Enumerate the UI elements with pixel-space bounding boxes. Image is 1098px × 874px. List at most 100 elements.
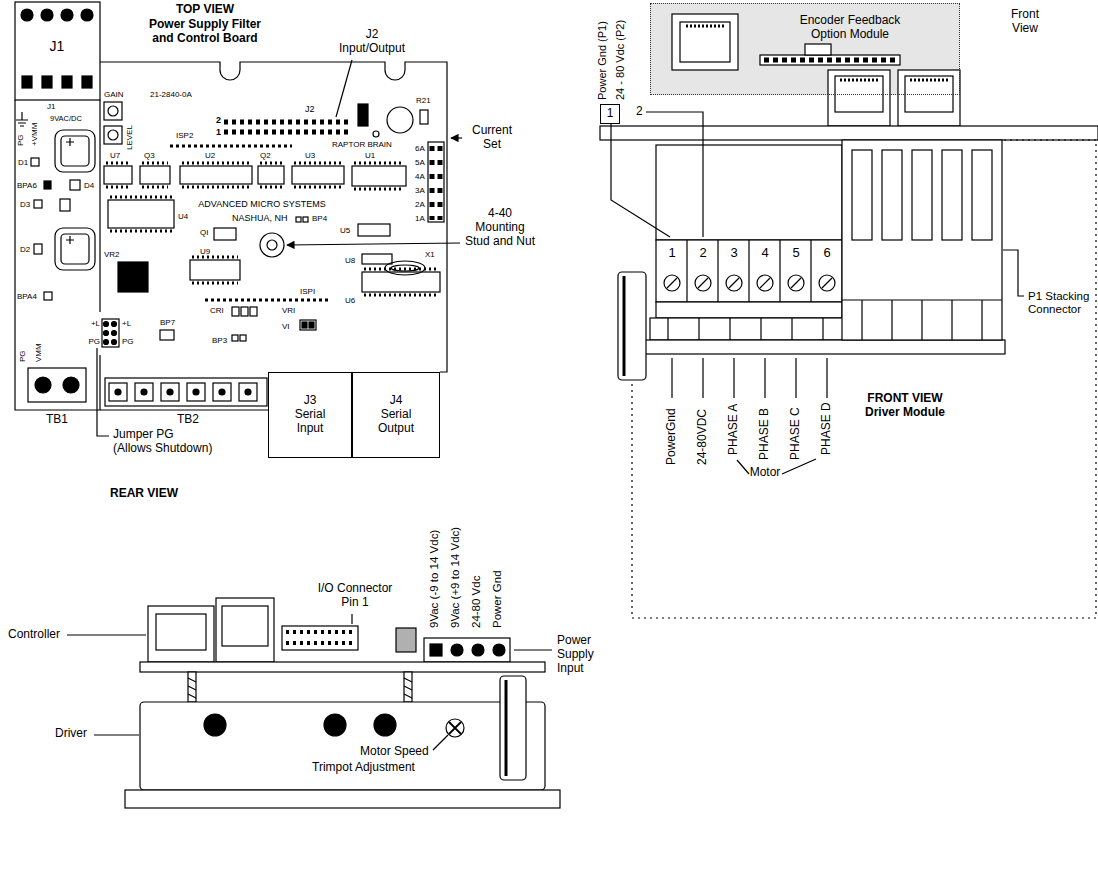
terminal-blocks <box>135 383 153 401</box>
ic-chips <box>170 145 292 148</box>
current-set-header <box>428 142 444 222</box>
ic-chips <box>205 299 330 302</box>
rj-jack <box>672 14 738 70</box>
controller-jacks <box>222 606 268 646</box>
option-header <box>760 55 900 65</box>
ic-chips <box>104 146 440 300</box>
driver-body <box>374 714 396 736</box>
filter-strip <box>34 244 42 254</box>
filter-strip <box>34 200 42 208</box>
part-label: U7 <box>110 151 120 160</box>
ic-chips <box>214 228 236 240</box>
part-label: +VMM <box>30 123 39 146</box>
part-label: VRI <box>282 306 295 315</box>
part-label: QI <box>200 228 208 237</box>
terminal-block <box>822 278 832 288</box>
trimpots <box>104 126 122 144</box>
terminal-block <box>656 240 842 302</box>
terminal-blocks <box>28 368 267 406</box>
small-parts <box>302 322 307 328</box>
part-label: PHASE A <box>727 404 741 455</box>
filter-strip <box>61 136 89 166</box>
capacitor <box>618 272 646 380</box>
j2-header <box>420 110 428 124</box>
box-text: Encoder Feedback Option Module <box>794 14 906 42</box>
j2-header <box>358 104 368 126</box>
leader-line <box>514 649 552 650</box>
part-label: 9Vac (+9 to 14 Vdc) <box>449 527 462 628</box>
box-text: 1 <box>607 107 614 121</box>
jumper-pg <box>102 319 119 347</box>
filter-strip <box>60 199 70 211</box>
small-parts <box>300 320 316 330</box>
part-label: 9Vac (-9 to 14 Vdc) <box>428 530 441 628</box>
terminal-blocks <box>161 383 179 401</box>
terminal-blocks <box>105 378 267 406</box>
terminal-block <box>650 318 848 340</box>
trimpots <box>108 130 118 140</box>
j2-header <box>224 104 428 137</box>
part-label: J2 Input/Output <box>332 28 412 56</box>
top-view-drawing <box>15 2 462 436</box>
box-text: J3 Serial Input <box>290 394 330 435</box>
part-label: TB2 <box>168 413 208 427</box>
terminal-blocks <box>35 377 51 393</box>
leader-line <box>646 112 703 237</box>
part-label: PG <box>122 337 134 346</box>
driver-body <box>140 702 545 790</box>
small-parts <box>160 307 316 341</box>
part-label: X1 <box>425 250 435 259</box>
j1-connector <box>15 2 100 100</box>
part-label: Q3 <box>144 151 155 160</box>
part-label: 3A <box>415 186 425 195</box>
terminal-blocks <box>239 383 257 401</box>
leader-line <box>97 60 462 436</box>
filter-strip <box>55 130 95 172</box>
part-label: BPA4 <box>17 292 37 301</box>
terminal-blocks <box>193 389 199 395</box>
connector-box: J3 Serial Input <box>268 372 352 458</box>
j2-header <box>373 131 379 137</box>
leader-line <box>433 735 448 750</box>
small-parts <box>160 330 174 340</box>
leader-line <box>1003 250 1024 296</box>
part-label: Power Gnd (P1) <box>596 21 609 100</box>
terminal-block <box>695 275 711 291</box>
stacking-connector <box>972 150 992 240</box>
stacking-connector <box>912 150 932 240</box>
option-header <box>764 58 896 63</box>
power-terminal <box>472 644 484 656</box>
part-label: 24 - 80 Vdc (P2) <box>614 20 627 100</box>
small-parts <box>240 335 246 341</box>
terminal-block <box>791 278 801 288</box>
part-label: ISPI <box>300 287 315 296</box>
part-label: VI <box>282 322 290 331</box>
j1-connector <box>21 9 33 21</box>
part-label: J1 <box>47 102 55 111</box>
j1-connector <box>15 2 100 100</box>
part-label: 1 <box>664 246 680 261</box>
terminal-block <box>819 275 835 291</box>
terminal-blocks <box>219 389 225 395</box>
part-label: Motor <box>740 466 790 480</box>
part-label: BP7 <box>160 318 175 327</box>
part-label: ISP2 <box>176 131 193 140</box>
filter-strip <box>70 180 80 190</box>
leader-line <box>611 124 670 237</box>
control-board <box>100 62 447 410</box>
part-label: J1 <box>42 38 72 54</box>
terminal-block <box>757 275 773 291</box>
rj-jack <box>905 76 953 112</box>
filter-strip <box>61 234 89 264</box>
jumper-pg <box>112 340 117 345</box>
front-view-drawing <box>600 3 1098 618</box>
trimpot-screw <box>449 722 461 734</box>
rj-jack <box>680 22 730 62</box>
control-board <box>100 62 447 410</box>
capacitor <box>618 272 646 380</box>
part-label: 4A <box>415 172 425 181</box>
ic-chips <box>362 254 392 264</box>
part-label: NASHUA, NH <box>232 213 288 223</box>
trimpots <box>108 106 118 116</box>
leader-line <box>67 634 146 635</box>
